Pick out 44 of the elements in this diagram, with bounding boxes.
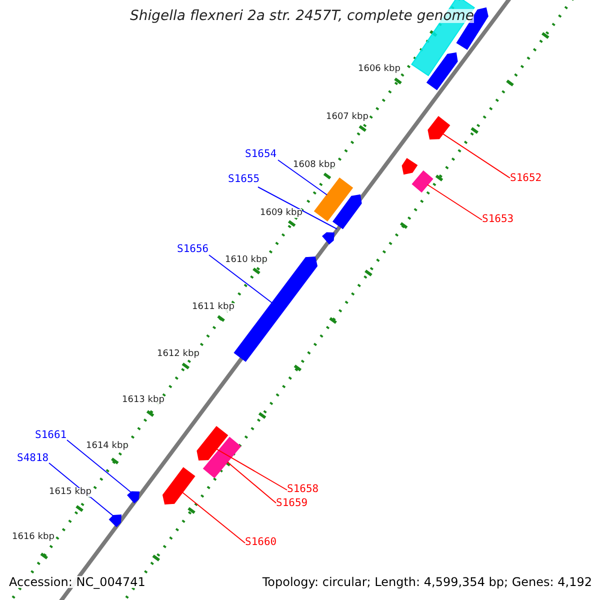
gene-label: S1654 bbox=[245, 149, 277, 160]
gene-feature bbox=[322, 232, 335, 244]
gene-feature bbox=[202, 436, 242, 478]
gene-label: S1660 bbox=[245, 537, 277, 548]
title: Shigella flexneri 2a str. 2457T, complete genome bbox=[130, 9, 474, 23]
gene-feature bbox=[162, 467, 196, 505]
leader-line bbox=[278, 160, 328, 196]
gene-feature bbox=[127, 491, 140, 504]
position-label: 1606 kbp bbox=[358, 65, 400, 74]
leader-line bbox=[208, 254, 272, 304]
gene-label: S1661 bbox=[35, 430, 67, 440]
position-label: 1608 kbp bbox=[293, 161, 336, 170]
position-label: 1609 kbp bbox=[260, 209, 302, 218]
footer-text: Accession: NC_004741 bbox=[9, 576, 146, 588]
leader-line bbox=[216, 448, 288, 490]
position-label: 1614 kbp bbox=[86, 442, 128, 451]
position-label: 1613 kbp bbox=[122, 396, 164, 405]
gene-feature bbox=[314, 178, 354, 222]
gene-label: S1652 bbox=[510, 173, 542, 184]
position-label: 1607 kbp bbox=[326, 113, 368, 122]
leader-line bbox=[442, 133, 510, 178]
position-label: 1610 kbp bbox=[225, 256, 268, 265]
leader-line bbox=[66, 440, 132, 493]
gene-label: S1659 bbox=[276, 498, 308, 508]
footer-text: Topology: circular; Length: 4,599,354 bp; Genes: 4,192 bbox=[262, 576, 592, 588]
gene-label: S1658 bbox=[287, 484, 319, 494]
gene-feature bbox=[428, 116, 450, 140]
leader-line bbox=[226, 462, 276, 504]
gene-feature bbox=[426, 52, 458, 90]
position-label: 1616 kbp bbox=[12, 533, 54, 542]
gene-feature bbox=[196, 426, 228, 461]
gene-label: S1655 bbox=[228, 174, 260, 184]
gene-label: S1656 bbox=[177, 244, 209, 254]
position-label: 1615 kbp bbox=[49, 488, 92, 497]
gene-feature bbox=[108, 514, 122, 528]
gene-label: S1653 bbox=[482, 214, 514, 224]
gene-feature bbox=[412, 170, 434, 192]
gene-label: S4818 bbox=[17, 453, 49, 464]
position-label: 1612 kbp bbox=[157, 350, 200, 359]
gene-feature bbox=[402, 158, 418, 175]
leader-line bbox=[182, 492, 246, 544]
leader-line bbox=[258, 186, 338, 230]
leader-line bbox=[427, 184, 482, 220]
gene-feature bbox=[332, 194, 362, 230]
